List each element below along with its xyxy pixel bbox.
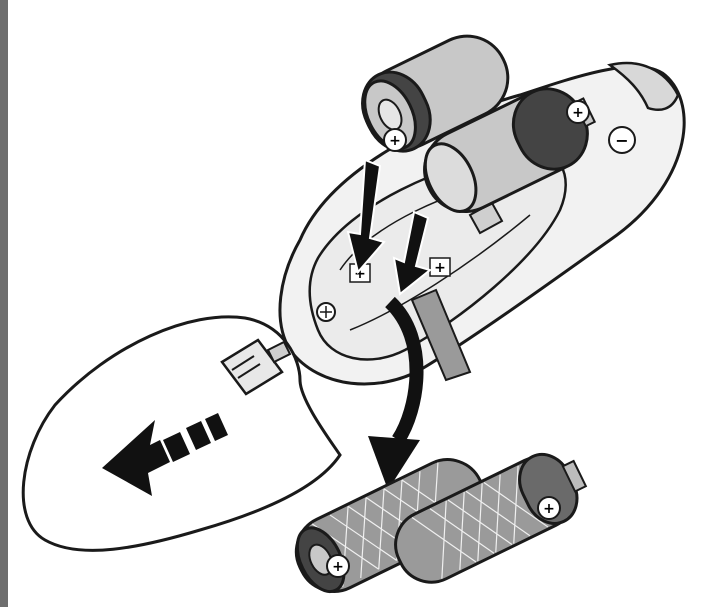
plus-icon-old-battery-back: + [538,497,560,519]
plus-icon-battery-middle: + [567,101,589,123]
plus-label-battery-middle: + [572,105,584,121]
plus-icon-battery-top: + [384,129,406,151]
battery-cover [23,317,340,551]
terminal-minus-label: − [615,131,628,150]
plus-label-old-battery-front: + [332,559,344,575]
left-frame-border [0,0,8,607]
remote-minus-terminal: − [609,127,635,153]
old-battery-back [384,441,595,593]
plus-label-battery-top: + [389,133,401,149]
compartment-terminal-plus-right: + [430,258,450,276]
terminal-plus-label-right: + [434,260,446,276]
plus-label-old-battery-back: + [543,501,555,517]
plus-icon-old-battery-front: + [327,555,349,577]
